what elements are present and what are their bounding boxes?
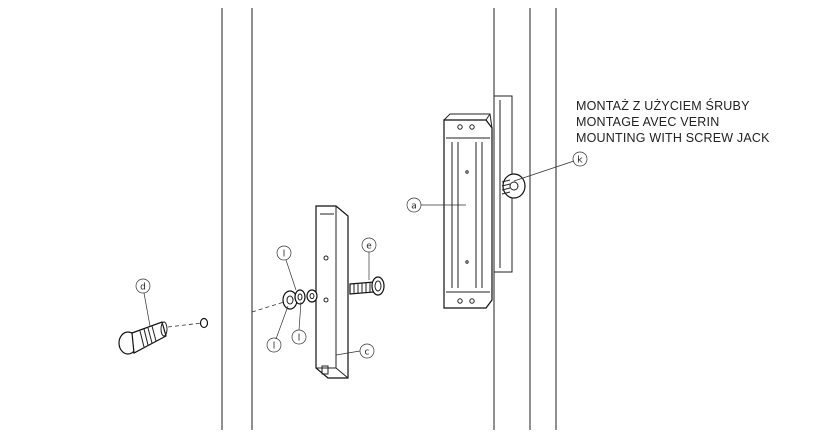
title-line-fr: MONTAGE AVEC VERIN bbox=[576, 115, 719, 129]
armature-plate-part-c bbox=[315, 205, 349, 379]
svg-text:l: l bbox=[273, 342, 276, 352]
callout-a: a bbox=[406, 197, 422, 213]
door-frame-lines bbox=[221, 8, 557, 430]
screw-jack-part-k bbox=[501, 173, 526, 199]
callout-leaders bbox=[143, 160, 575, 356]
svg-text:k: k bbox=[577, 156, 583, 166]
callout-d: d bbox=[135, 278, 151, 294]
sleeve-nut-part-d bbox=[118, 317, 209, 355]
bolt-part-e bbox=[349, 276, 385, 296]
svg-text:e: e bbox=[366, 242, 372, 252]
callout-c: c bbox=[359, 343, 375, 359]
callout-l-top: l bbox=[276, 245, 292, 261]
title-line-en: MOUNTING WITH SCREW JACK bbox=[576, 131, 770, 145]
title-line-pl: MONTAŻ Z UŻYCIEM ŚRUBY bbox=[576, 98, 750, 113]
electromagnet-part-a bbox=[443, 113, 493, 309]
svg-text:l: l bbox=[298, 334, 301, 344]
callout-e: e bbox=[361, 237, 377, 253]
svg-text:l: l bbox=[283, 250, 286, 260]
svg-text:d: d bbox=[140, 283, 146, 293]
callout-l-left: l bbox=[266, 337, 282, 353]
callout-l-right: l bbox=[291, 329, 307, 345]
assembly-axis-lines bbox=[167, 301, 285, 328]
washers-part-l bbox=[282, 289, 318, 310]
mounting-title: MONTAŻ Z UŻYCIEM ŚRUBY MONTAGE AVEC VERI… bbox=[576, 98, 770, 145]
callout-k: k bbox=[572, 151, 588, 167]
svg-text:a: a bbox=[411, 202, 417, 212]
svg-text:c: c bbox=[365, 348, 370, 358]
